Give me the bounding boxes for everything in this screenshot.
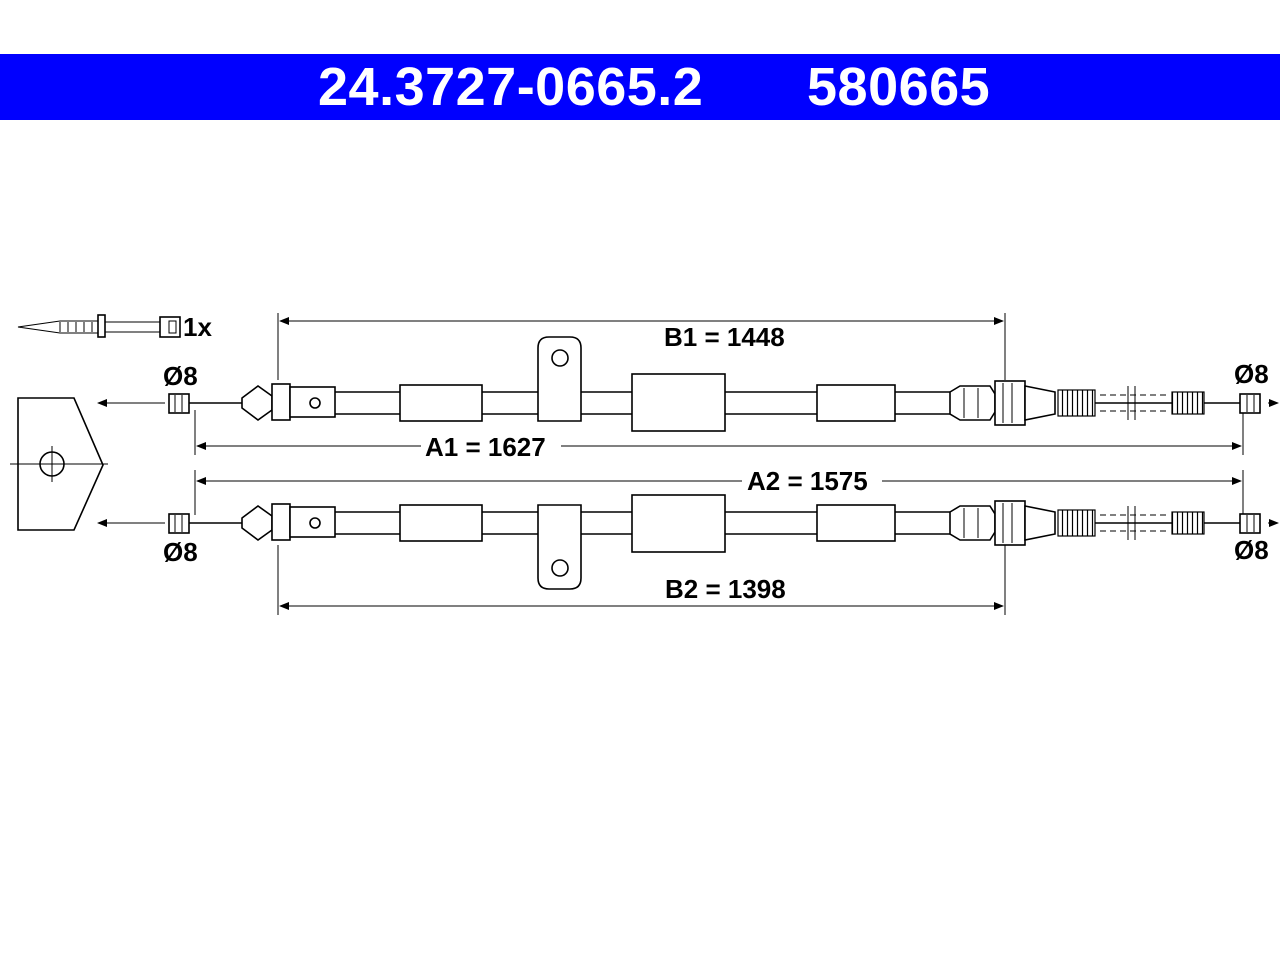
reference-number: 580665: [807, 57, 991, 117]
dimension-a2: A2 = 1575: [747, 466, 868, 496]
dimension-b2: B2 = 1398: [665, 574, 786, 604]
diameter-top-right: Ø8: [1234, 359, 1269, 389]
dimension-b1: B1 = 1448: [664, 322, 785, 352]
diameter-top-left: Ø8: [163, 361, 198, 391]
diameter-bottom-right: Ø8: [1234, 535, 1269, 565]
part-number: 24.3727-0665.2: [318, 57, 704, 117]
brake-cable-top: [168, 336, 1261, 432]
dimension-a1: A1 = 1627: [425, 432, 546, 462]
mounting-bracket-icon: [10, 397, 108, 531]
diameter-bottom-left: Ø8: [163, 537, 198, 567]
brake-cable-bottom: [168, 494, 1261, 590]
accessory-quantity: 1x: [183, 312, 212, 342]
cable-tie-icon: [17, 314, 181, 338]
title-bar: [0, 54, 1280, 120]
